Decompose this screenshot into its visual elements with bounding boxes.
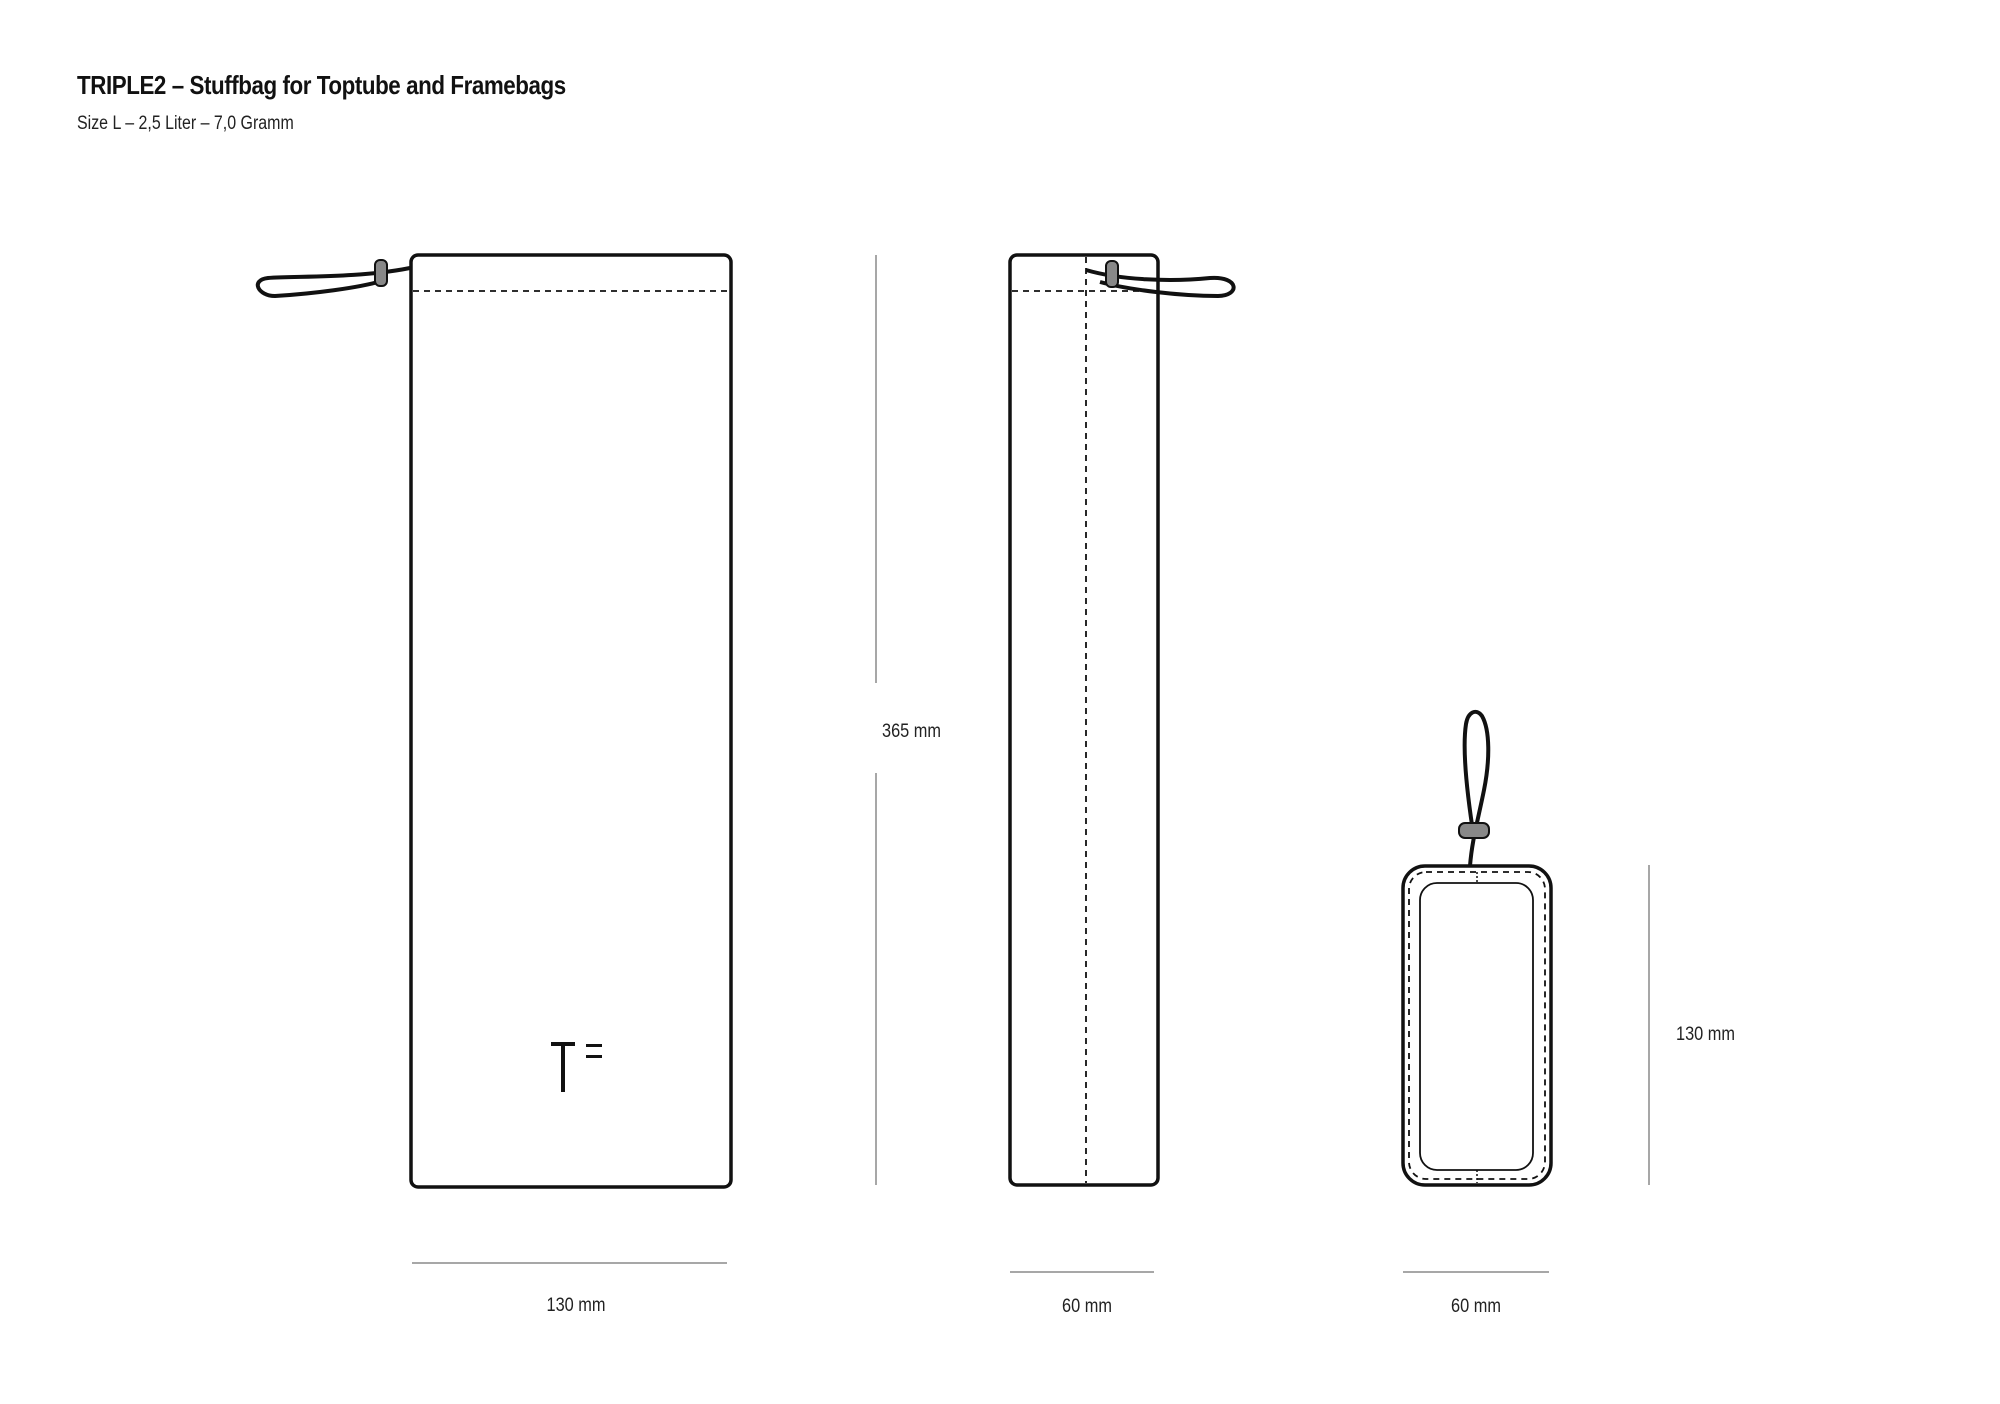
page-subtitle: Size L – 2,5 Liter – 7,0 Gramm (77, 113, 294, 134)
top-edge-stitch (1408, 871, 1546, 1180)
side-bag-outline (1008, 253, 1160, 1187)
top-view (1401, 709, 1553, 1187)
side-width-label: 60 mm (1062, 1295, 1112, 1316)
side-drawcord-loop (1085, 268, 1236, 299)
top-cordlock-icon (1458, 822, 1490, 839)
front-view (255, 253, 733, 1189)
front-bag-outline (409, 253, 733, 1189)
front-width-label: 130 mm (547, 1294, 606, 1315)
side-view (1008, 253, 1236, 1187)
front-cordlock-icon (374, 259, 388, 287)
front-height-label: 365 mm (882, 720, 941, 741)
side-cordlock-icon (1105, 260, 1119, 288)
page-title: TRIPLE2 – Stuffbag for Toptube and Frame… (77, 70, 566, 100)
top-height-label: 130 mm (1676, 1023, 1735, 1044)
front-drawcord-loop (255, 266, 411, 299)
top-drawcord-loop (1462, 709, 1491, 867)
top-width-label: 60 mm (1451, 1295, 1501, 1316)
top-bag-outline (1401, 864, 1553, 1187)
brand-logo (551, 1042, 602, 1092)
